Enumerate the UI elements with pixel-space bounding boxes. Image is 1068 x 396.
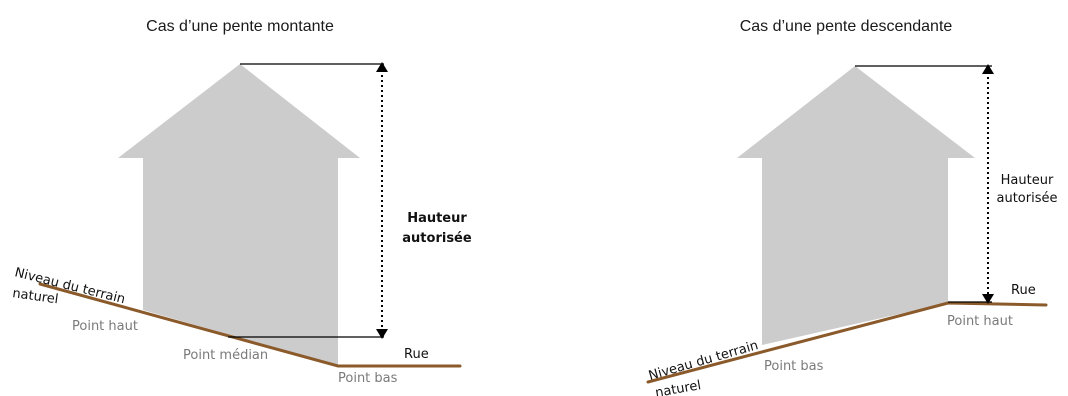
right-arrow-down-icon bbox=[982, 294, 994, 304]
right-height-label-line1: Hauteur bbox=[1001, 173, 1054, 188]
right-height-label-line2: autorisée bbox=[997, 191, 1058, 206]
right-point-low-label: Point bas bbox=[764, 359, 824, 374]
left-diagram: Cas d’une pente montante Hauteur autoris… bbox=[11, 18, 471, 386]
right-house-roof bbox=[737, 66, 975, 158]
right-terrain-line bbox=[646, 301, 1048, 384]
left-terrain-label-line2: naturel bbox=[11, 286, 59, 307]
right-point-high-label: Point haut bbox=[947, 314, 1013, 329]
left-title: Cas d’une pente montante bbox=[146, 18, 334, 35]
right-street-label: Rue bbox=[1011, 283, 1036, 298]
left-point-high-label: Point haut bbox=[72, 319, 138, 334]
left-terrain-line bbox=[38, 282, 462, 368]
left-height-label-line2: autorisée bbox=[402, 231, 472, 246]
left-arrow-up-icon bbox=[376, 62, 388, 72]
right-diagram: Cas d’une pente descendante Hauteur auto… bbox=[646, 18, 1058, 396]
left-point-median-label: Point médian bbox=[183, 348, 268, 363]
right-arrow-up-icon bbox=[982, 64, 994, 74]
left-height-label-line1: Hauteur bbox=[407, 211, 467, 226]
right-terrain-label-line1: Niveau du terrain bbox=[647, 338, 760, 384]
left-point-low-label: Point bas bbox=[338, 371, 398, 386]
right-house-body bbox=[762, 158, 948, 345]
right-title: Cas d’une pente descendante bbox=[740, 18, 953, 35]
left-house-roof bbox=[118, 64, 360, 158]
left-arrow-down-icon bbox=[376, 329, 388, 339]
left-house-body bbox=[143, 158, 338, 366]
left-street-label: Rue bbox=[404, 347, 429, 362]
